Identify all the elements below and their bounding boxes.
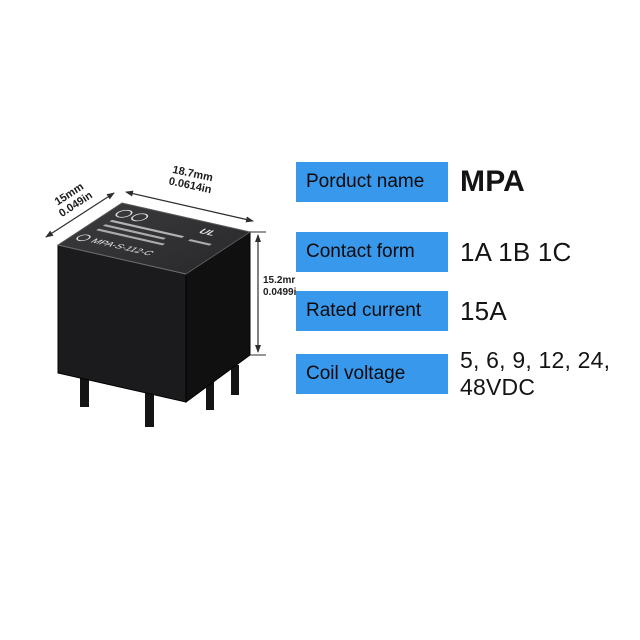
- print-line: [109, 219, 185, 238]
- dimension-arrow: [45, 192, 115, 238]
- spec-label-coil-voltage: Coil voltage: [296, 354, 448, 395]
- spec-row-product-name: Porduct name MPA: [296, 162, 525, 202]
- relay-pin: [231, 365, 239, 395]
- spec-value-coil-voltage: 5, 6, 9, 12, 24, 48VDC: [460, 347, 611, 401]
- dimension-arrow: [125, 190, 254, 223]
- relay-pins: [80, 365, 239, 427]
- spec-label-product-name: Porduct name: [296, 162, 448, 202]
- spec-row-coil-voltage: Coil voltage 5, 6, 9, 12, 24, 48VDC: [296, 347, 640, 401]
- spec-row-rated-current: Rated current 15A: [296, 291, 507, 331]
- spec-row-contact-form: Contact form 1A 1B 1C: [296, 232, 571, 272]
- spec-label-contact-form: Contact form: [296, 232, 448, 272]
- print-line: [187, 239, 212, 246]
- spec-label-rated-current: Rated current: [296, 291, 448, 331]
- relay-pin: [206, 379, 214, 410]
- spec-value-rated-current: 15A: [460, 295, 507, 326]
- dimension-mm-label: 15.2mr: [263, 275, 295, 286]
- relay-photo: UL MPA-S-112-C 15mm 0.049in: [10, 155, 310, 455]
- print-line: [102, 224, 166, 240]
- relay-pin: [145, 393, 154, 427]
- dimension-side-height: 15.2mr 0.0499i: [250, 231, 297, 356]
- relay-edge-highlight: [57, 244, 187, 275]
- relay-illustration: UL MPA-S-112-C 15mm 0.049in: [45, 164, 297, 427]
- ul-mark: UL: [195, 228, 220, 238]
- relay-pin: [80, 369, 89, 407]
- spec-value-contact-form: 1A 1B 1C: [460, 236, 572, 267]
- dimension-inch-label: 0.0499i: [263, 287, 297, 298]
- spec-value-product-name: MPA: [460, 165, 526, 198]
